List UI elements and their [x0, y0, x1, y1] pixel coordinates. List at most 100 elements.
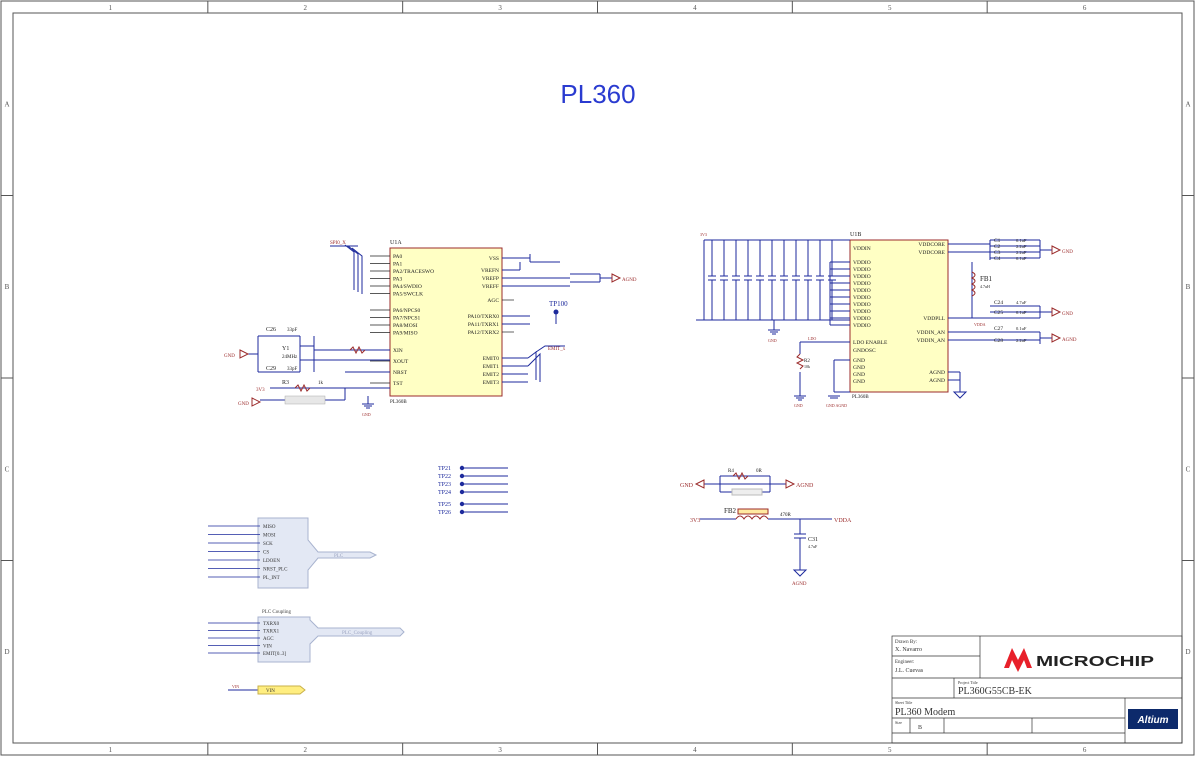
- cap-value: 4.7uF: [1016, 300, 1027, 305]
- zone-col-top: 2: [304, 4, 308, 12]
- cap-value: 2.2uF: [1016, 244, 1027, 249]
- chip-pin-label: EMIT2: [483, 372, 499, 378]
- testpoint-label: TP24: [438, 490, 451, 496]
- chip-pin-label: VREFF: [482, 284, 499, 290]
- zone-col-bottom: 4: [693, 746, 697, 754]
- net-gnd-left: GND: [224, 349, 250, 359]
- chip-pin-label: PA11/TXRX1: [468, 322, 499, 328]
- chip-pin-label: PA8/MOSI: [393, 323, 418, 329]
- sheet-symbol-coupling[interactable]: PLC Coupling PLC_Coupling TXRX0TXRX1AGCV…: [208, 610, 405, 663]
- zone-col-top: 5: [888, 4, 892, 12]
- chip-pin-label: VSS: [489, 256, 499, 262]
- chip-pin-label: VDDIO: [853, 274, 871, 280]
- chip-pin-label: PA10/TXRX0: [468, 314, 500, 320]
- res-r4-ref: R4: [728, 469, 734, 474]
- res-r3-ref: R3: [282, 380, 289, 386]
- ferrite-fb1-value: 4.7uH: [980, 284, 990, 289]
- testpoint-dot[interactable]: [459, 465, 465, 471]
- bus-emit-label: EMIT_x: [548, 347, 566, 352]
- zone-col-bottom: 6: [1083, 746, 1087, 754]
- chip-pin-label: PA0: [393, 254, 403, 260]
- u1b-part: PL360B: [852, 395, 869, 400]
- cap-ref: C24: [994, 300, 1003, 306]
- tb-software: Altium: [1136, 715, 1168, 726]
- testpoint-dot[interactable]: [459, 473, 465, 479]
- resistor-r3-zigzag: [294, 383, 311, 393]
- cap-ref: C3: [994, 250, 1001, 256]
- chip-pin-label: VDDIO: [853, 281, 871, 287]
- testpoint-dot[interactable]: [459, 509, 465, 515]
- svg-text:VIN: VIN: [232, 684, 239, 689]
- chip-pin-label: VDDIO: [853, 260, 871, 266]
- zone-row-left: D: [4, 648, 9, 656]
- tb-size-label: Size: [895, 720, 902, 725]
- chip-pin-label: PA12/TXRX2: [468, 330, 500, 336]
- chip-pin-label: LDO ENABLE: [853, 340, 888, 346]
- chip-pin-label: PA6/NPCS0: [393, 308, 421, 314]
- zone-row-right: A: [1185, 100, 1190, 108]
- zone-col-top: 3: [498, 4, 502, 12]
- svg-text:GND: GND: [1062, 250, 1073, 255]
- testpoint-dot[interactable]: [459, 481, 465, 487]
- sheet-pin-label: PL_INT: [263, 576, 280, 581]
- sheet-pin-label: CS: [263, 551, 269, 556]
- chip-pin-label: VDDIO: [853, 295, 871, 301]
- sheet-pin-label: MISO: [263, 525, 276, 530]
- chip-pin-label: VDDCORE: [918, 242, 945, 248]
- testpoint-dot[interactable]: [459, 489, 465, 495]
- chip-pin-label: VDDIO: [853, 267, 871, 273]
- testpoint-tp100[interactable]: [553, 309, 559, 315]
- gnd-symbol-u1a: GND: [362, 403, 374, 417]
- tb-sheet-value: PL360 Modem: [895, 707, 956, 718]
- res-r4-value: 0R: [756, 469, 763, 474]
- chip-pin-label: PA7/NPCS1: [393, 316, 421, 322]
- zone-col-bottom: 5: [888, 746, 892, 754]
- sheet-pin-label: MOSI: [263, 534, 276, 539]
- chip-pin-label: PA5/SWCLK: [393, 292, 423, 298]
- cap-c30-body: [284, 395, 326, 405]
- chip-pin-label: VDDIO: [853, 302, 871, 308]
- testpoint-label: TP22: [438, 474, 451, 480]
- net-vdda-u1b: VDDA: [974, 322, 986, 327]
- svg-text:AGND: AGND: [796, 483, 814, 489]
- net-3v3-left: 3V3: [256, 388, 265, 393]
- tb-size-value: B: [918, 725, 922, 731]
- chip-pin-label: EMIT3: [483, 380, 499, 386]
- testpoint-tp100-label: TP100: [549, 300, 568, 308]
- chip-pin-label: PA4/SWDIO: [393, 284, 422, 290]
- svg-text:AGND: AGND: [622, 278, 637, 283]
- net-gnd-r4: GND: [680, 479, 705, 489]
- u1a-ref: U1A: [390, 240, 402, 246]
- altium-logo: Altium: [1128, 709, 1178, 729]
- agnd-symbol-u1b: [952, 391, 968, 399]
- sheet-plc-title: PLC: [334, 554, 344, 559]
- testpoint-label: TP25: [438, 502, 451, 508]
- crystal-cluster: [248, 335, 390, 404]
- chip-pin-label: PA2/TRACESWO: [393, 269, 434, 275]
- cap-value: 0.1uF: [1016, 310, 1027, 315]
- cap-ref: C1: [994, 238, 1001, 244]
- chip-pin-label: AGC: [487, 298, 499, 304]
- tb-engineer-label: Engineer:: [895, 660, 914, 665]
- testpoint-label: TP23: [438, 482, 451, 488]
- chip-u1b: U1B PL360B VDDINVDDIOVDDIOVDDIOVDDIOVDDI…: [849, 232, 949, 400]
- tb-project-value: PL360G55CB-EK: [958, 686, 1033, 697]
- chip-pin-label: GND: [853, 365, 865, 371]
- spi-bus-label: SPI0_X: [330, 241, 346, 246]
- net-vdda-fb2: VDDA: [834, 518, 852, 524]
- sheet-pin-label: EMIT[0..3]: [263, 652, 286, 657]
- chip-pin-label: GND: [853, 379, 865, 385]
- chip-pin-label: VDDIO: [853, 288, 871, 294]
- cap-ref: C25: [994, 310, 1003, 316]
- sheet-pin-label: AGC: [263, 637, 274, 642]
- chip-pin-label: AGND: [929, 378, 945, 384]
- chip-pin-label: VDDIO: [853, 323, 871, 329]
- testpoint-dot[interactable]: [459, 501, 465, 507]
- chip-pin-label: VDDIN_AN: [917, 338, 945, 344]
- chip-pin-label: VDDIO: [853, 316, 871, 322]
- zone-col-top: 6: [1083, 4, 1087, 12]
- u1a-left-bus: [330, 244, 363, 294]
